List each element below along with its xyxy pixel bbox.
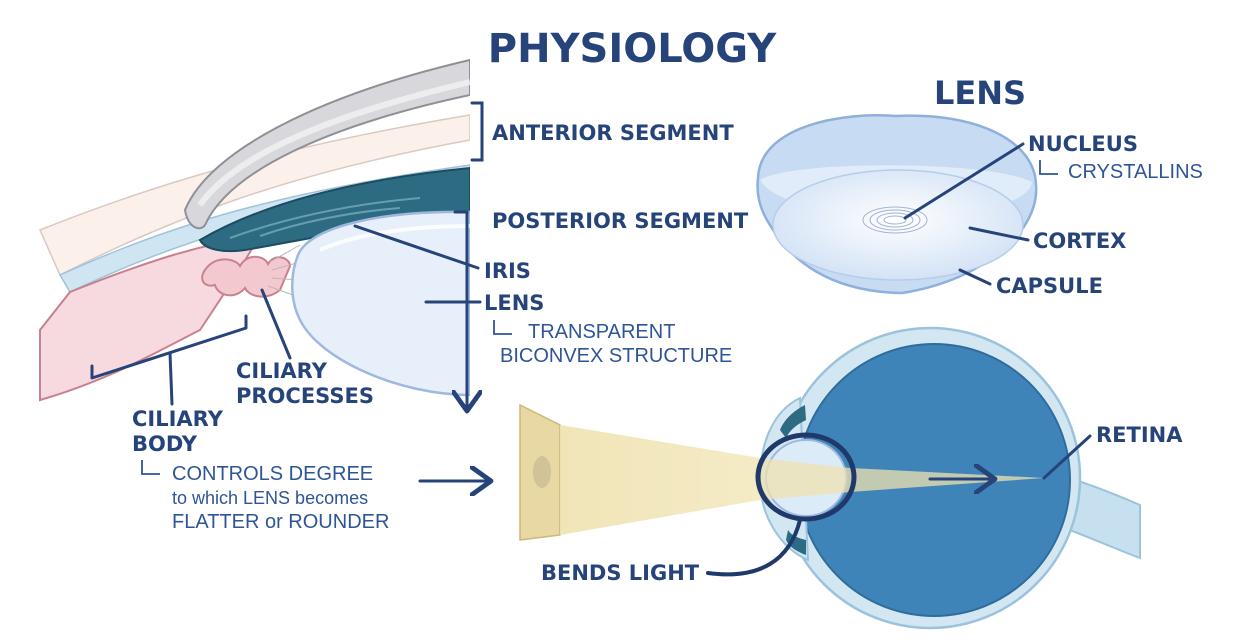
page-title: PHYSIOLOGY bbox=[488, 26, 777, 72]
retina-leader bbox=[1042, 434, 1092, 480]
cortex-label: CORTEX bbox=[1033, 229, 1126, 253]
bends-light-label: BENDS LIGHT bbox=[541, 561, 700, 585]
nucleus-leader bbox=[903, 142, 1025, 220]
anterior-segment-label: ANTERIOR SEGMENT bbox=[492, 121, 734, 145]
cortex-leader bbox=[968, 226, 1030, 242]
lens-label: LENS bbox=[484, 291, 544, 315]
light-beam bbox=[560, 425, 760, 535]
lens-desc-line2: BICONVEX STRUCTURE bbox=[500, 345, 732, 367]
iris-leader bbox=[353, 224, 480, 270]
ciliary-processes-line2: PROCESSES bbox=[236, 384, 374, 408]
anterior-eye-cross-section bbox=[38, 58, 470, 402]
ciliary-body-line2: BODY bbox=[132, 432, 198, 456]
ciliary-desc-line2: to which LENS becomes bbox=[172, 488, 368, 508]
ciliary-processes bbox=[201, 255, 292, 298]
lens-desc-connector bbox=[493, 320, 512, 335]
ciliary-processes-leader bbox=[260, 288, 292, 360]
retina-label: RETINA bbox=[1096, 423, 1183, 447]
ciliary-desc-line1: CONTROLS DEGREE bbox=[172, 463, 373, 485]
lens-nucleus bbox=[862, 206, 928, 234]
lens-cortex bbox=[772, 169, 1024, 281]
crystallins-label: CRYSTALLINS bbox=[1068, 161, 1203, 183]
lens-desc-line1: TRANSPARENT bbox=[528, 321, 675, 343]
anterior-segment-bracket bbox=[470, 101, 484, 162]
light-beam-refracted bbox=[760, 458, 1044, 500]
bends-light-leader bbox=[706, 518, 802, 577]
capsule-leader bbox=[958, 268, 992, 286]
ciliary-desc-connector bbox=[141, 460, 160, 475]
light-spot bbox=[533, 456, 551, 488]
posterior-segment-label: POSTERIOR SEGMENT bbox=[492, 209, 749, 233]
crystallins-connector bbox=[1039, 160, 1058, 175]
ciliary-desc-line3: FLATTER or ROUNDER bbox=[172, 511, 389, 533]
lens-highlight-circle bbox=[755, 432, 857, 522]
lens-cross-section bbox=[290, 210, 470, 397]
ciliary-processes-line1: CILIARY bbox=[236, 359, 328, 383]
nucleus-label: NUCLEUS bbox=[1028, 132, 1138, 156]
capsule-label: CAPSULE bbox=[996, 274, 1103, 298]
sclera-layer bbox=[38, 114, 470, 277]
iris-label: IRIS bbox=[484, 259, 531, 283]
lens-panel-title: LENS bbox=[934, 74, 1026, 112]
ciliary-body-line1: CILIARY bbox=[132, 407, 224, 431]
lens-3d-illustration bbox=[756, 114, 1038, 295]
ciliary-body-leader bbox=[168, 351, 174, 406]
